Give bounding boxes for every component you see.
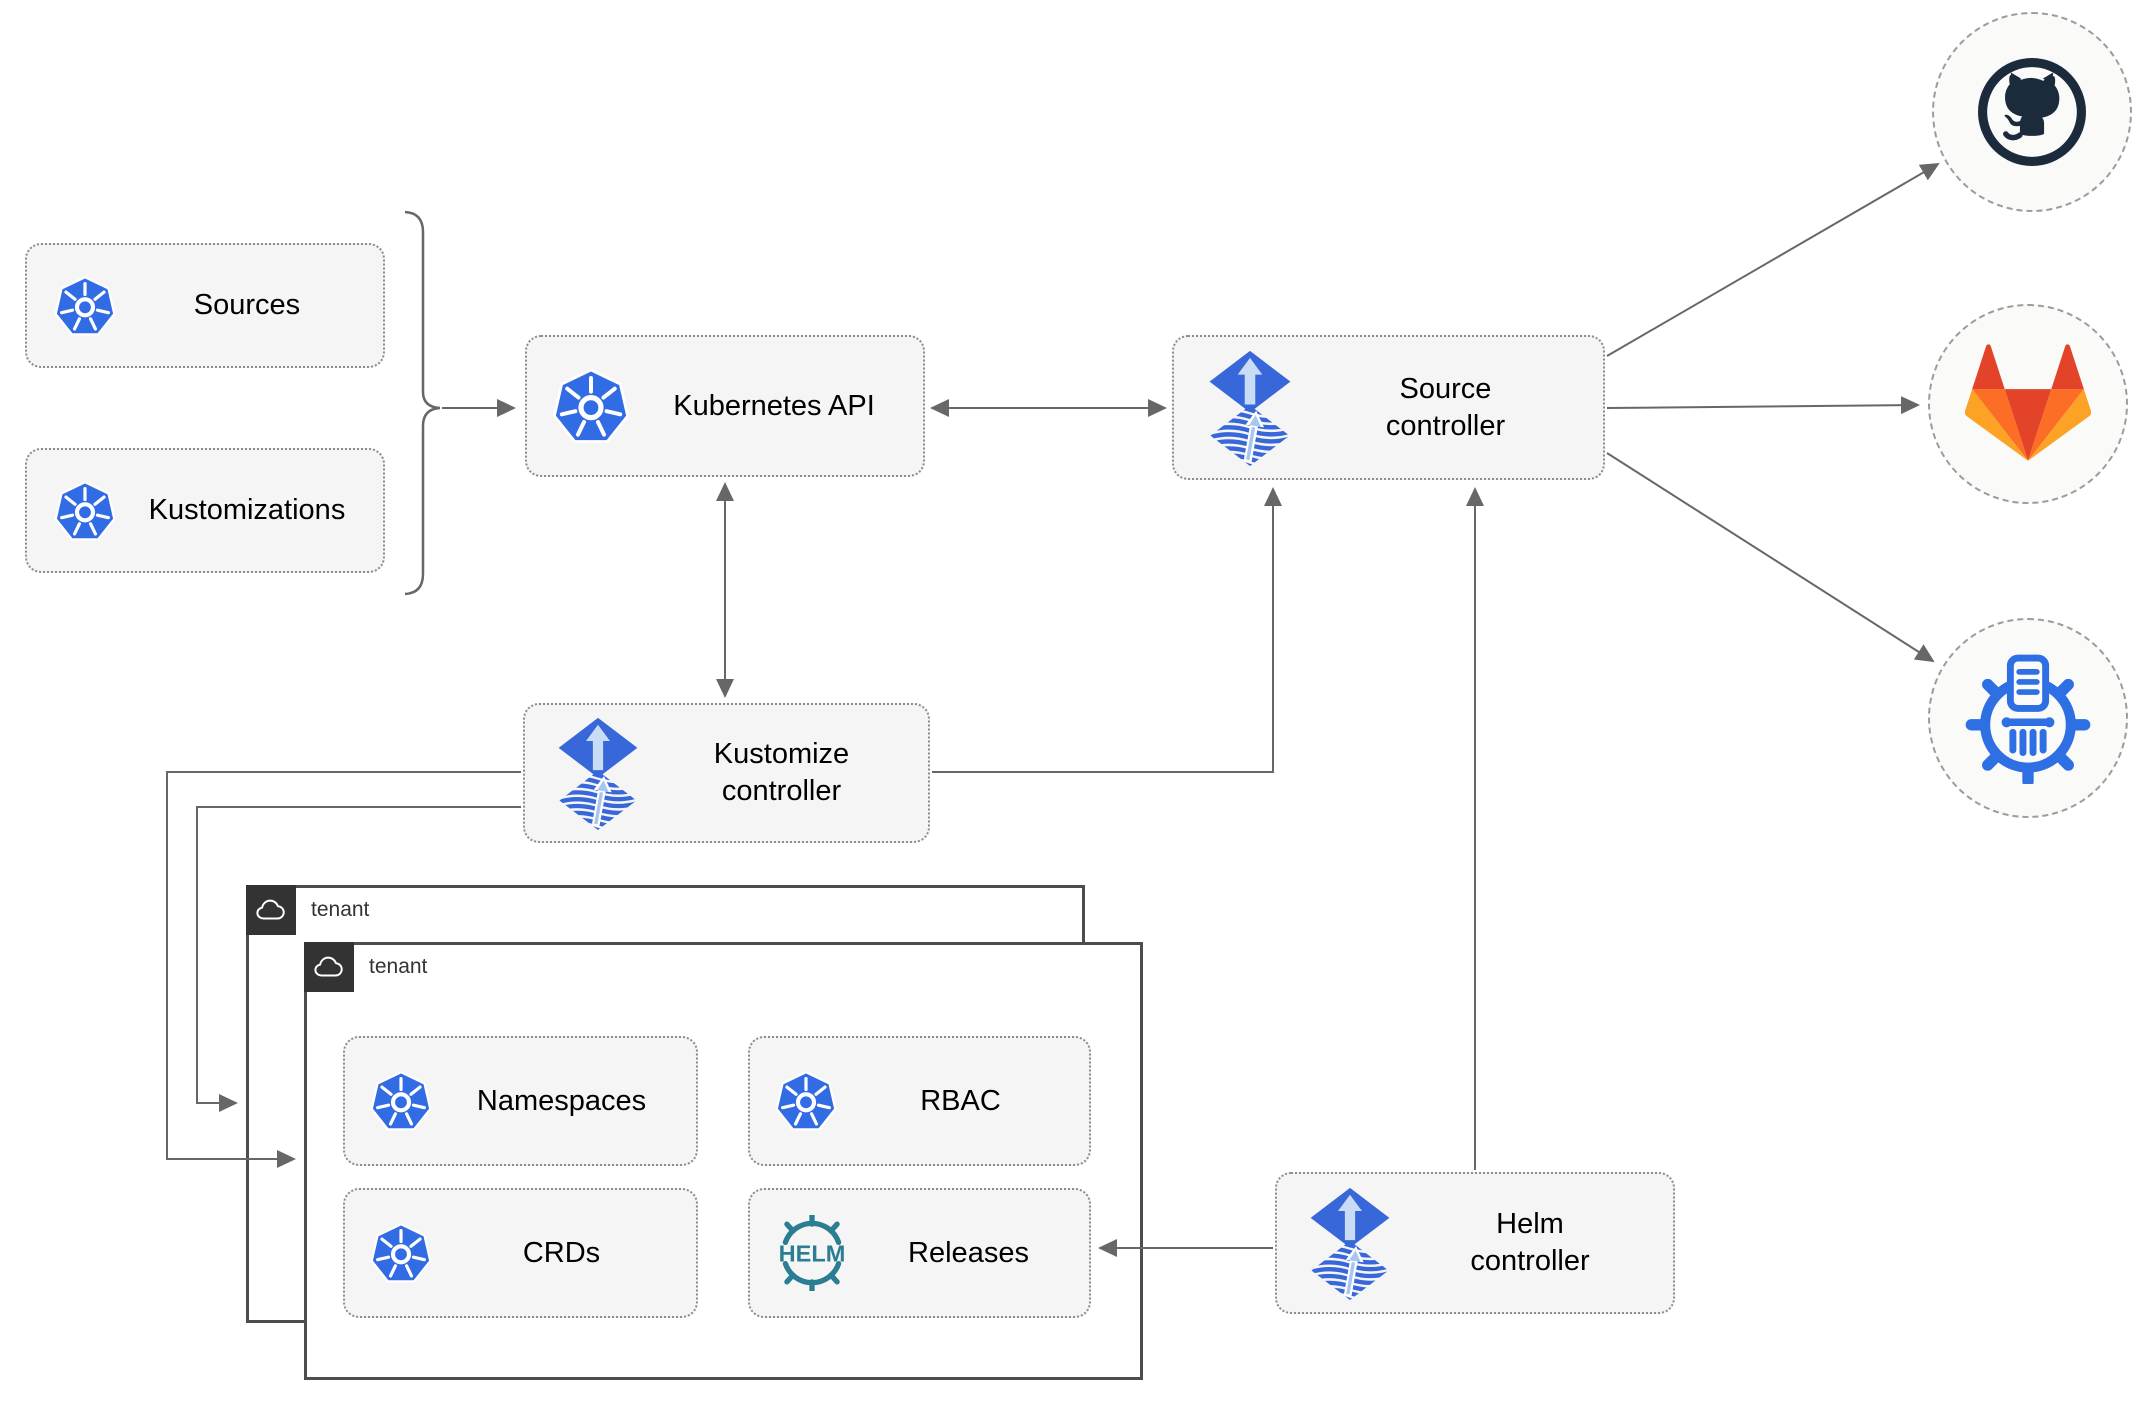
github-icon: [1971, 51, 2093, 173]
cloud-icon: [254, 893, 288, 927]
chartmuseum-circle: [1928, 618, 2128, 818]
sources-label: Sources: [193, 289, 301, 322]
chartmuseum-icon: [1965, 653, 2091, 784]
rbac-box: RBAC: [748, 1036, 1091, 1166]
namespaces-box: Namespaces: [343, 1036, 698, 1166]
tenant-label: tenant: [369, 955, 428, 978]
namespaces-label: Namespaces: [476, 1084, 647, 1117]
kubernetes-icon: [53, 274, 117, 338]
flux-icon: [1307, 1187, 1393, 1300]
arrow-source-to-chartmuseum: [1606, 452, 1935, 663]
sources-box: Sources: [25, 243, 385, 368]
crds-label: CRDs: [522, 1236, 601, 1269]
tenant-label: tenant: [311, 898, 370, 921]
helm-controller-box: Helm controller: [1275, 1172, 1675, 1314]
source-controller-box: Source controller: [1172, 335, 1605, 480]
flux-icon: [1206, 350, 1294, 466]
kubernetes-icon: [774, 1069, 838, 1133]
tenant-tag: [246, 885, 296, 935]
arrow-source-to-github: [1606, 162, 1940, 357]
grouping-brace: [404, 210, 441, 596]
releases-box: HELM Releases: [748, 1188, 1091, 1318]
kubernetes-icon: [369, 1221, 433, 1285]
arrow-source-to-gitlab: [1606, 396, 1920, 415]
kubernetes-icon: [551, 366, 631, 446]
kubernetes-api-label: Kubernetes API: [673, 389, 875, 422]
arrow-kustomize-to-source-controller: [932, 487, 1282, 773]
rbac-label: RBAC: [920, 1084, 1001, 1117]
cloud-icon: [312, 950, 346, 984]
tenant-box-inner: tenant Namespaces RBAC CRDs: [304, 942, 1143, 1380]
gitlab-circle: [1928, 304, 2128, 504]
source-controller-label: Source controller: [1385, 372, 1506, 442]
helm-icon: HELM: [779, 1215, 846, 1291]
helm-controller-label: Helm controller: [1470, 1208, 1590, 1277]
kubernetes-icon: [369, 1069, 433, 1133]
tenant-tag: [304, 942, 354, 992]
github-circle: [1932, 12, 2132, 212]
kubernetes-icon: [53, 479, 117, 543]
kustomize-controller-box: Kustomize controller: [523, 703, 930, 843]
kustomize-controller-label: Kustomize controller: [713, 738, 850, 807]
gitlab-icon: [1965, 344, 2091, 464]
kustomizations-box: Kustomizations: [25, 448, 385, 573]
releases-label: Releases: [908, 1236, 1029, 1269]
helm-logo-text: HELM: [779, 1240, 846, 1266]
flux-icon: [555, 717, 641, 830]
crds-box: CRDs: [343, 1188, 698, 1318]
kustomizations-label: Kustomizations: [148, 494, 346, 527]
kubernetes-api-box: Kubernetes API: [525, 335, 925, 477]
